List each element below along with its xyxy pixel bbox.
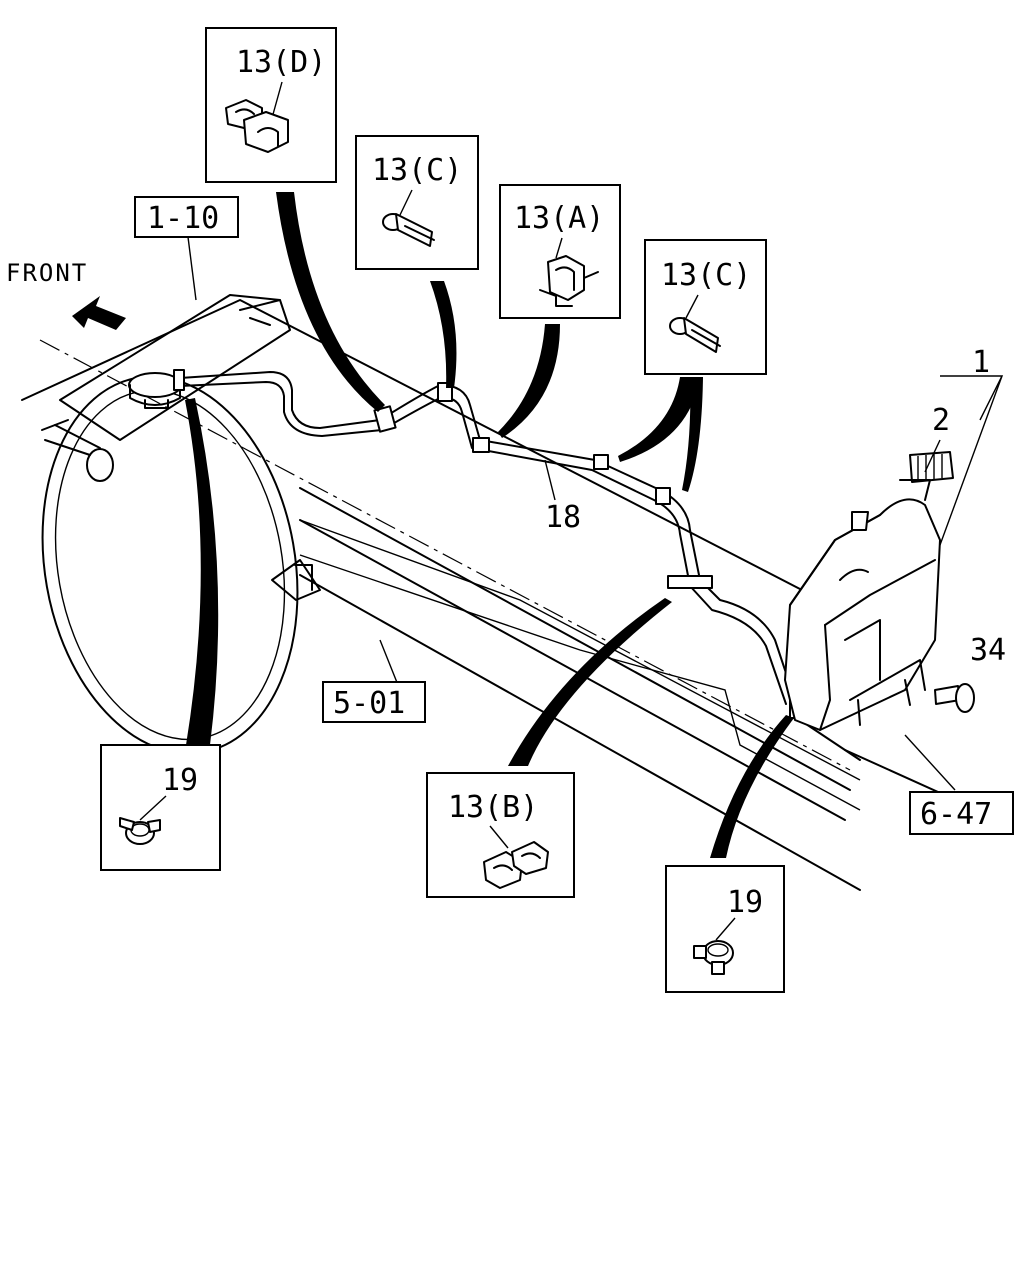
clamp-left-label: 19 bbox=[162, 763, 198, 798]
radiator-top-tank bbox=[41, 294, 291, 482]
overflow-hose bbox=[173, 369, 805, 719]
radiator-core bbox=[41, 375, 299, 755]
clip-b-icon bbox=[483, 841, 549, 889]
reservoir-tank bbox=[784, 498, 941, 731]
radiator-cap bbox=[128, 372, 182, 409]
clamp-left-icon bbox=[119, 817, 161, 845]
callout-clip-b: 13(B) bbox=[426, 772, 575, 898]
front-label: FRONT bbox=[6, 259, 88, 287]
clip-d-label: 13(D) bbox=[236, 45, 326, 80]
ref-bracket-label: 6-47 bbox=[920, 797, 992, 832]
callout-clip-a: 13(A) bbox=[499, 184, 621, 319]
leader-lines bbox=[187, 236, 1004, 791]
callout-clip-d: 13(D) bbox=[205, 27, 337, 183]
callout-clip-c-left: 13(C) bbox=[355, 135, 479, 270]
part-hose-label: 18 bbox=[545, 500, 581, 535]
callout-clamp-left: 19 bbox=[100, 744, 221, 871]
clip-a-label: 13(A) bbox=[514, 201, 604, 236]
part-tank-label: 1 bbox=[972, 345, 990, 380]
ref-frame-label: 5-01 bbox=[333, 686, 405, 721]
clip-c-right-label: 13(C) bbox=[661, 258, 751, 293]
clip-c-left-label: 13(C) bbox=[372, 153, 462, 188]
clip-c-right-icon bbox=[669, 317, 721, 353]
clamp-right-label: 19 bbox=[727, 885, 763, 920]
mounting-bolt bbox=[934, 683, 975, 713]
ref-box-frame: 5-01 bbox=[322, 681, 426, 723]
clip-c-left-icon bbox=[382, 213, 435, 247]
callout-wedges bbox=[185, 192, 794, 858]
front-arrow-icon bbox=[72, 296, 126, 330]
part-bolt-label: 34 bbox=[970, 633, 1006, 668]
clamp-right-icon bbox=[693, 940, 734, 975]
callout-clip-c-right: 13(C) bbox=[644, 239, 767, 375]
callout-clamp-right: 19 bbox=[665, 865, 785, 993]
clip-b-label: 13(B) bbox=[448, 790, 538, 825]
ref-box-bracket: 6-47 bbox=[909, 791, 1014, 835]
chassis-frame bbox=[21, 299, 1001, 891]
ref-radiator-label: 1-10 bbox=[147, 201, 219, 236]
part-cap-label: 2 bbox=[932, 403, 950, 438]
front-direction: FRONT bbox=[6, 259, 126, 330]
clip-d-icon bbox=[225, 99, 289, 153]
tank-cap bbox=[899, 451, 954, 501]
clip-a-icon bbox=[539, 255, 599, 307]
ref-box-radiator: 1-10 bbox=[134, 196, 239, 238]
